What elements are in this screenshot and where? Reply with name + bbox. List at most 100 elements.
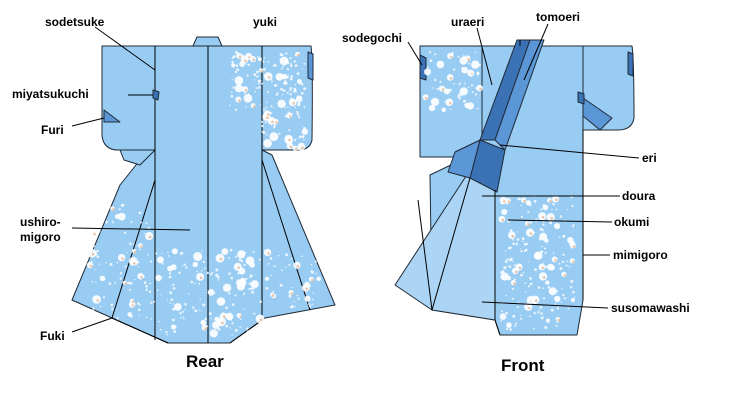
pattern-dot — [133, 243, 135, 245]
pattern-dot — [457, 94, 461, 98]
pattern-dot — [549, 221, 553, 225]
pattern-accent-dot — [449, 77, 453, 80]
pattern-dot — [565, 264, 568, 267]
pattern-dot — [311, 298, 314, 301]
pattern-dot — [156, 289, 159, 291]
pattern-dot — [257, 324, 261, 327]
pattern-dot — [567, 208, 569, 211]
pattern-dot — [275, 93, 278, 96]
pattern-dot — [308, 284, 311, 287]
pattern-dot — [263, 139, 272, 148]
pattern-accent-dot — [479, 87, 482, 91]
pattern-dot — [253, 287, 255, 290]
pattern-dot — [115, 214, 120, 219]
pattern-dot — [198, 282, 201, 285]
pattern-dot — [533, 311, 536, 315]
pattern-dot — [102, 277, 106, 281]
pattern-dot — [517, 198, 520, 201]
pattern-dot — [500, 202, 504, 205]
pattern-dot — [245, 277, 248, 281]
pattern-dot — [310, 270, 314, 274]
pattern-dot — [512, 242, 515, 246]
pattern-dot — [446, 102, 450, 106]
pattern-dot — [246, 330, 250, 334]
pattern-dot — [192, 306, 195, 309]
pattern-dot — [539, 227, 543, 231]
pattern-dot — [215, 253, 225, 263]
pattern-dot — [305, 292, 308, 294]
pattern-dot — [285, 75, 289, 79]
pattern-accent-dot — [292, 102, 296, 105]
pattern-dot — [138, 211, 142, 215]
pattern-dot — [234, 328, 238, 332]
pattern-dot — [228, 313, 231, 317]
pattern-dot — [248, 288, 251, 290]
pattern-dot — [314, 260, 317, 263]
pattern-dot — [290, 286, 293, 289]
pattern-dot — [155, 252, 158, 255]
pattern-dot — [117, 212, 126, 221]
pattern-dot — [453, 68, 456, 71]
pattern-dot — [169, 291, 173, 294]
pattern-dot — [86, 261, 94, 269]
pattern-dot — [245, 106, 247, 108]
pattern-dot — [211, 271, 214, 274]
pattern-dot — [230, 91, 233, 93]
pattern-accent-dot — [301, 146, 304, 149]
pattern-dot — [569, 286, 573, 289]
pattern-dot — [424, 68, 431, 76]
pattern-accent-dot — [572, 245, 576, 248]
pattern-dot — [118, 208, 121, 211]
pattern-dot — [500, 271, 503, 274]
pattern-dot — [158, 320, 160, 323]
pattern-dot — [277, 254, 280, 257]
pattern-dot — [287, 61, 290, 64]
pattern-dot — [539, 305, 543, 309]
pattern-dot — [148, 290, 152, 293]
pattern-dot — [265, 106, 268, 109]
pattern-dot — [91, 260, 93, 263]
pattern-dot — [556, 307, 559, 310]
pattern-dot — [224, 313, 228, 316]
pattern-dot — [566, 260, 568, 263]
pattern-dot — [558, 236, 561, 239]
pattern-dot — [123, 231, 127, 234]
pattern-accent-dot — [271, 294, 275, 297]
pattern-dot — [526, 231, 528, 234]
pattern-dot — [294, 83, 297, 86]
pattern-dot — [257, 79, 260, 83]
pattern-accent-dot — [238, 99, 241, 102]
label-yuki: yuki — [253, 15, 277, 29]
pattern-dot — [276, 84, 278, 86]
pattern-dot — [170, 298, 174, 302]
pattern-dot — [458, 82, 461, 85]
pattern-dot — [208, 312, 212, 316]
pattern-dot — [217, 327, 221, 331]
pattern-accent-dot — [112, 208, 115, 211]
pattern-dot — [458, 93, 461, 96]
pattern-dot — [297, 95, 299, 97]
rear-floral-pattern — [86, 51, 321, 338]
pattern-dot — [506, 265, 508, 268]
pattern-dot — [269, 132, 279, 142]
pattern-dot — [96, 249, 99, 253]
pattern-accent-dot — [219, 257, 223, 261]
pattern-dot — [216, 297, 226, 306]
pattern-dot — [172, 283, 175, 286]
pattern-dot — [312, 292, 314, 294]
pattern-dot — [551, 208, 553, 211]
pattern-dot — [167, 299, 169, 302]
pattern-dot — [239, 318, 242, 321]
pattern-dot — [296, 113, 300, 116]
pattern-accent-dot — [91, 253, 95, 256]
pattern-dot — [256, 75, 259, 78]
pattern-dot — [199, 254, 202, 258]
label-eri: eri — [642, 151, 657, 165]
pattern-dot — [285, 82, 288, 85]
pattern-dot — [505, 198, 511, 204]
pattern-dot — [443, 88, 450, 95]
pattern-dot — [167, 255, 170, 257]
front-miyatsukuchi-mark — [577, 91, 585, 105]
rear-right-cuff — [307, 51, 314, 81]
pattern-dot — [475, 87, 478, 90]
